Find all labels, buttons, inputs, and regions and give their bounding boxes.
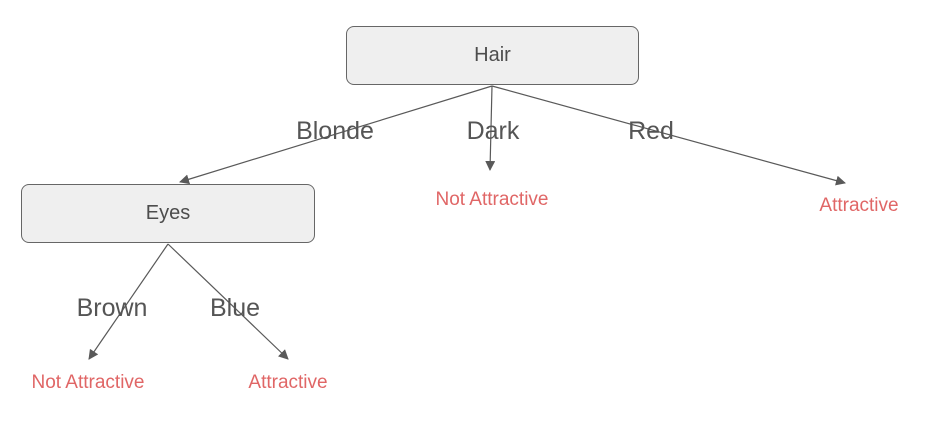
leaf-brown-outcome: Not Attractive [31, 372, 145, 393]
edge-hair-to-eyes [179, 85, 493, 185]
branch-label-red: Red [628, 117, 674, 145]
node-eyes-label: Eyes [145, 202, 191, 224]
node-hair-label: Hair [474, 44, 511, 66]
leaf-blue-outcome: Attractive [248, 372, 328, 393]
leaf-red-outcome: Attractive [819, 195, 899, 216]
branch-label-blonde: Blonde [296, 117, 374, 145]
branch-label-blue: Blue [209, 294, 261, 322]
branch-label-brown: Brown [76, 294, 148, 322]
leaf-dark-outcome: Not Attractive [435, 189, 549, 210]
edge-eyes-to-brown-outcome [88, 243, 169, 360]
edge-hair-to-red-outcome [491, 85, 846, 186]
edge-hair-to-dark-outcome [485, 85, 496, 171]
edge-eyes-to-blue-outcome [167, 243, 289, 360]
node-hair: Hair [346, 26, 639, 85]
branch-label-dark: Dark [466, 117, 520, 145]
node-eyes: Eyes [21, 184, 315, 243]
